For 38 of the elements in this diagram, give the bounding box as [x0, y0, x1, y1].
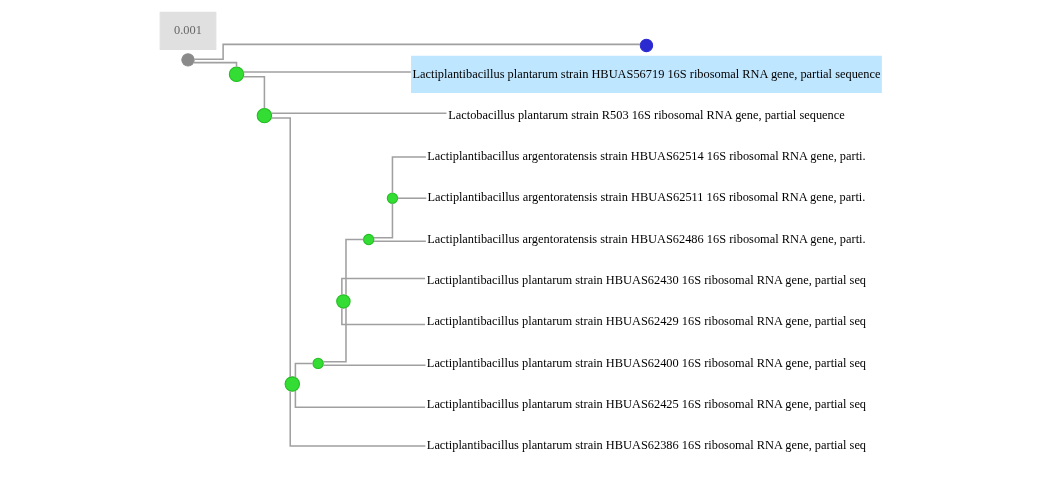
connector	[242, 75, 265, 109]
node-text: Lactiplantibacillus plantarum strain HBUAS62386 16S ribosomal RNA gene, partial seq	[426, 438, 866, 453]
connector	[321, 307, 347, 363]
node-circle	[639, 38, 653, 53]
connector	[192, 61, 237, 68]
node-text: Lactiplantibacillus plantarum strain HBUAS62425 16S ribosomal RNA gene, partial seq	[426, 396, 866, 411]
node-box: Lactiplantibacillus plantarum strain HBUAS56719 16S ribosomal RNA gene, partial sequence	[410, 55, 882, 93]
connector	[193, 43, 641, 60]
node-text: Lactiplantibacillus argentoratensis strain HBUAS62486 16S ribosomal RNA gene, parti.	[426, 231, 866, 246]
node-text: Lactiplantibacillus argentoratensis strain HBUAS62511 16S ribosomal RNA gene, parti.	[427, 190, 865, 205]
connector	[372, 202, 393, 239]
connector	[344, 238, 364, 296]
node-circle	[180, 53, 195, 67]
connector	[242, 71, 412, 73]
node-text: Lactiplantibacillus plantarum strain HBUAS62429 16S ribosomal RNA gene, partial seq	[426, 314, 866, 329]
node-circle	[335, 294, 351, 309]
node-circle	[386, 192, 398, 204]
connector	[340, 277, 426, 296]
connector	[270, 112, 447, 114]
node-text: Lactiplantibacillus plantarum strain HBUAS62400 16S ribosomal RNA gene, partial seq	[426, 355, 866, 370]
connector	[391, 156, 427, 194]
node-text: Lactobacillus plantarum strain R503 16S ribosomal RNA gene, partial sequence	[447, 107, 845, 122]
connector	[288, 390, 426, 447]
node-text: Lactiplantibacillus argentoratensis strain HBUAS62514 16S ribosomal RNA gene, parti.	[426, 149, 866, 164]
connector	[340, 307, 426, 326]
connector	[294, 390, 426, 409]
node-circle	[228, 66, 244, 83]
node-text: Lactiplantibacillus plantarum strain HBUAS62430 16S ribosomal RNA gene, partial seq	[426, 273, 866, 288]
node-circle	[256, 107, 272, 124]
label: 0.001	[173, 23, 202, 38]
node-circle	[311, 357, 324, 370]
connector	[322, 364, 426, 366]
connector	[270, 117, 291, 378]
connector	[372, 240, 427, 243]
connector	[294, 362, 314, 379]
node-circle	[362, 233, 374, 246]
node-circle	[284, 376, 300, 392]
connector	[396, 197, 427, 199]
